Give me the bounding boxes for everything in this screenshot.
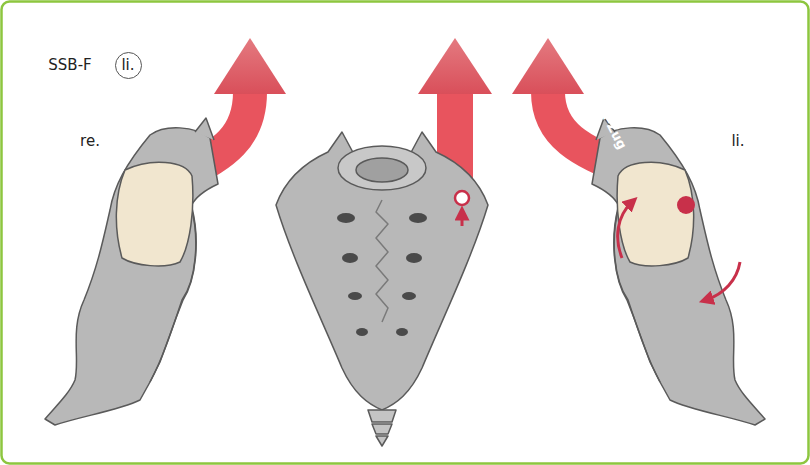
sacrum-lateral [45, 118, 218, 425]
side-badge: li. [115, 52, 142, 79]
rotation-arrow [618, 202, 632, 258]
shift-arrow [461, 213, 464, 226]
side-label: SSB-F [48, 57, 91, 74]
contact-point [455, 191, 469, 205]
pivot-dot [677, 196, 695, 214]
side-label: li. [731, 133, 744, 150]
node-text: li. [121, 57, 134, 74]
side-label: re. [80, 133, 100, 150]
sacrum-posterior [276, 132, 488, 446]
rotation-arrow [706, 262, 740, 300]
sacrum-lateral [592, 118, 765, 425]
